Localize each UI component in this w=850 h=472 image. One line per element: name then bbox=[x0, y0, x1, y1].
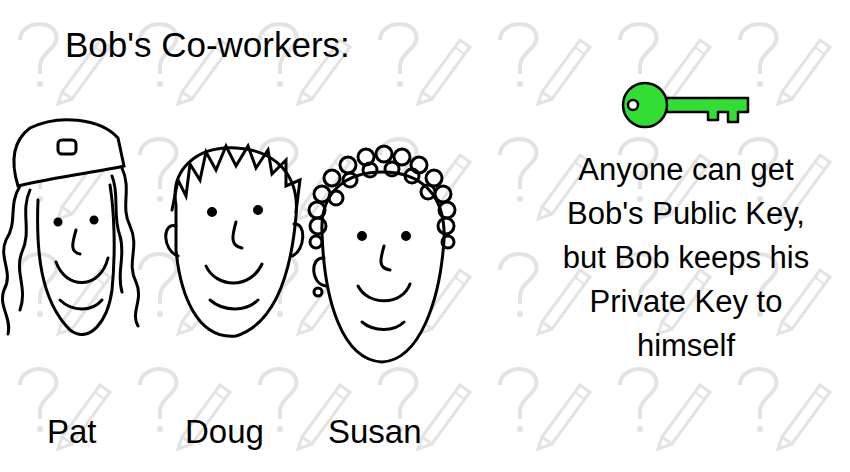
pat-face bbox=[2, 120, 138, 335]
person-name: Susan bbox=[328, 413, 422, 451]
public-key-icon bbox=[623, 83, 748, 127]
doug-face bbox=[166, 146, 303, 336]
susan-face bbox=[309, 146, 455, 362]
person-name: Doug bbox=[185, 413, 264, 451]
title: Bob's Co-workers: bbox=[65, 25, 350, 65]
person-name: Pat bbox=[47, 413, 97, 451]
key-note: Anyone can get Bob's Public Key, but Bob… bbox=[543, 148, 829, 368]
